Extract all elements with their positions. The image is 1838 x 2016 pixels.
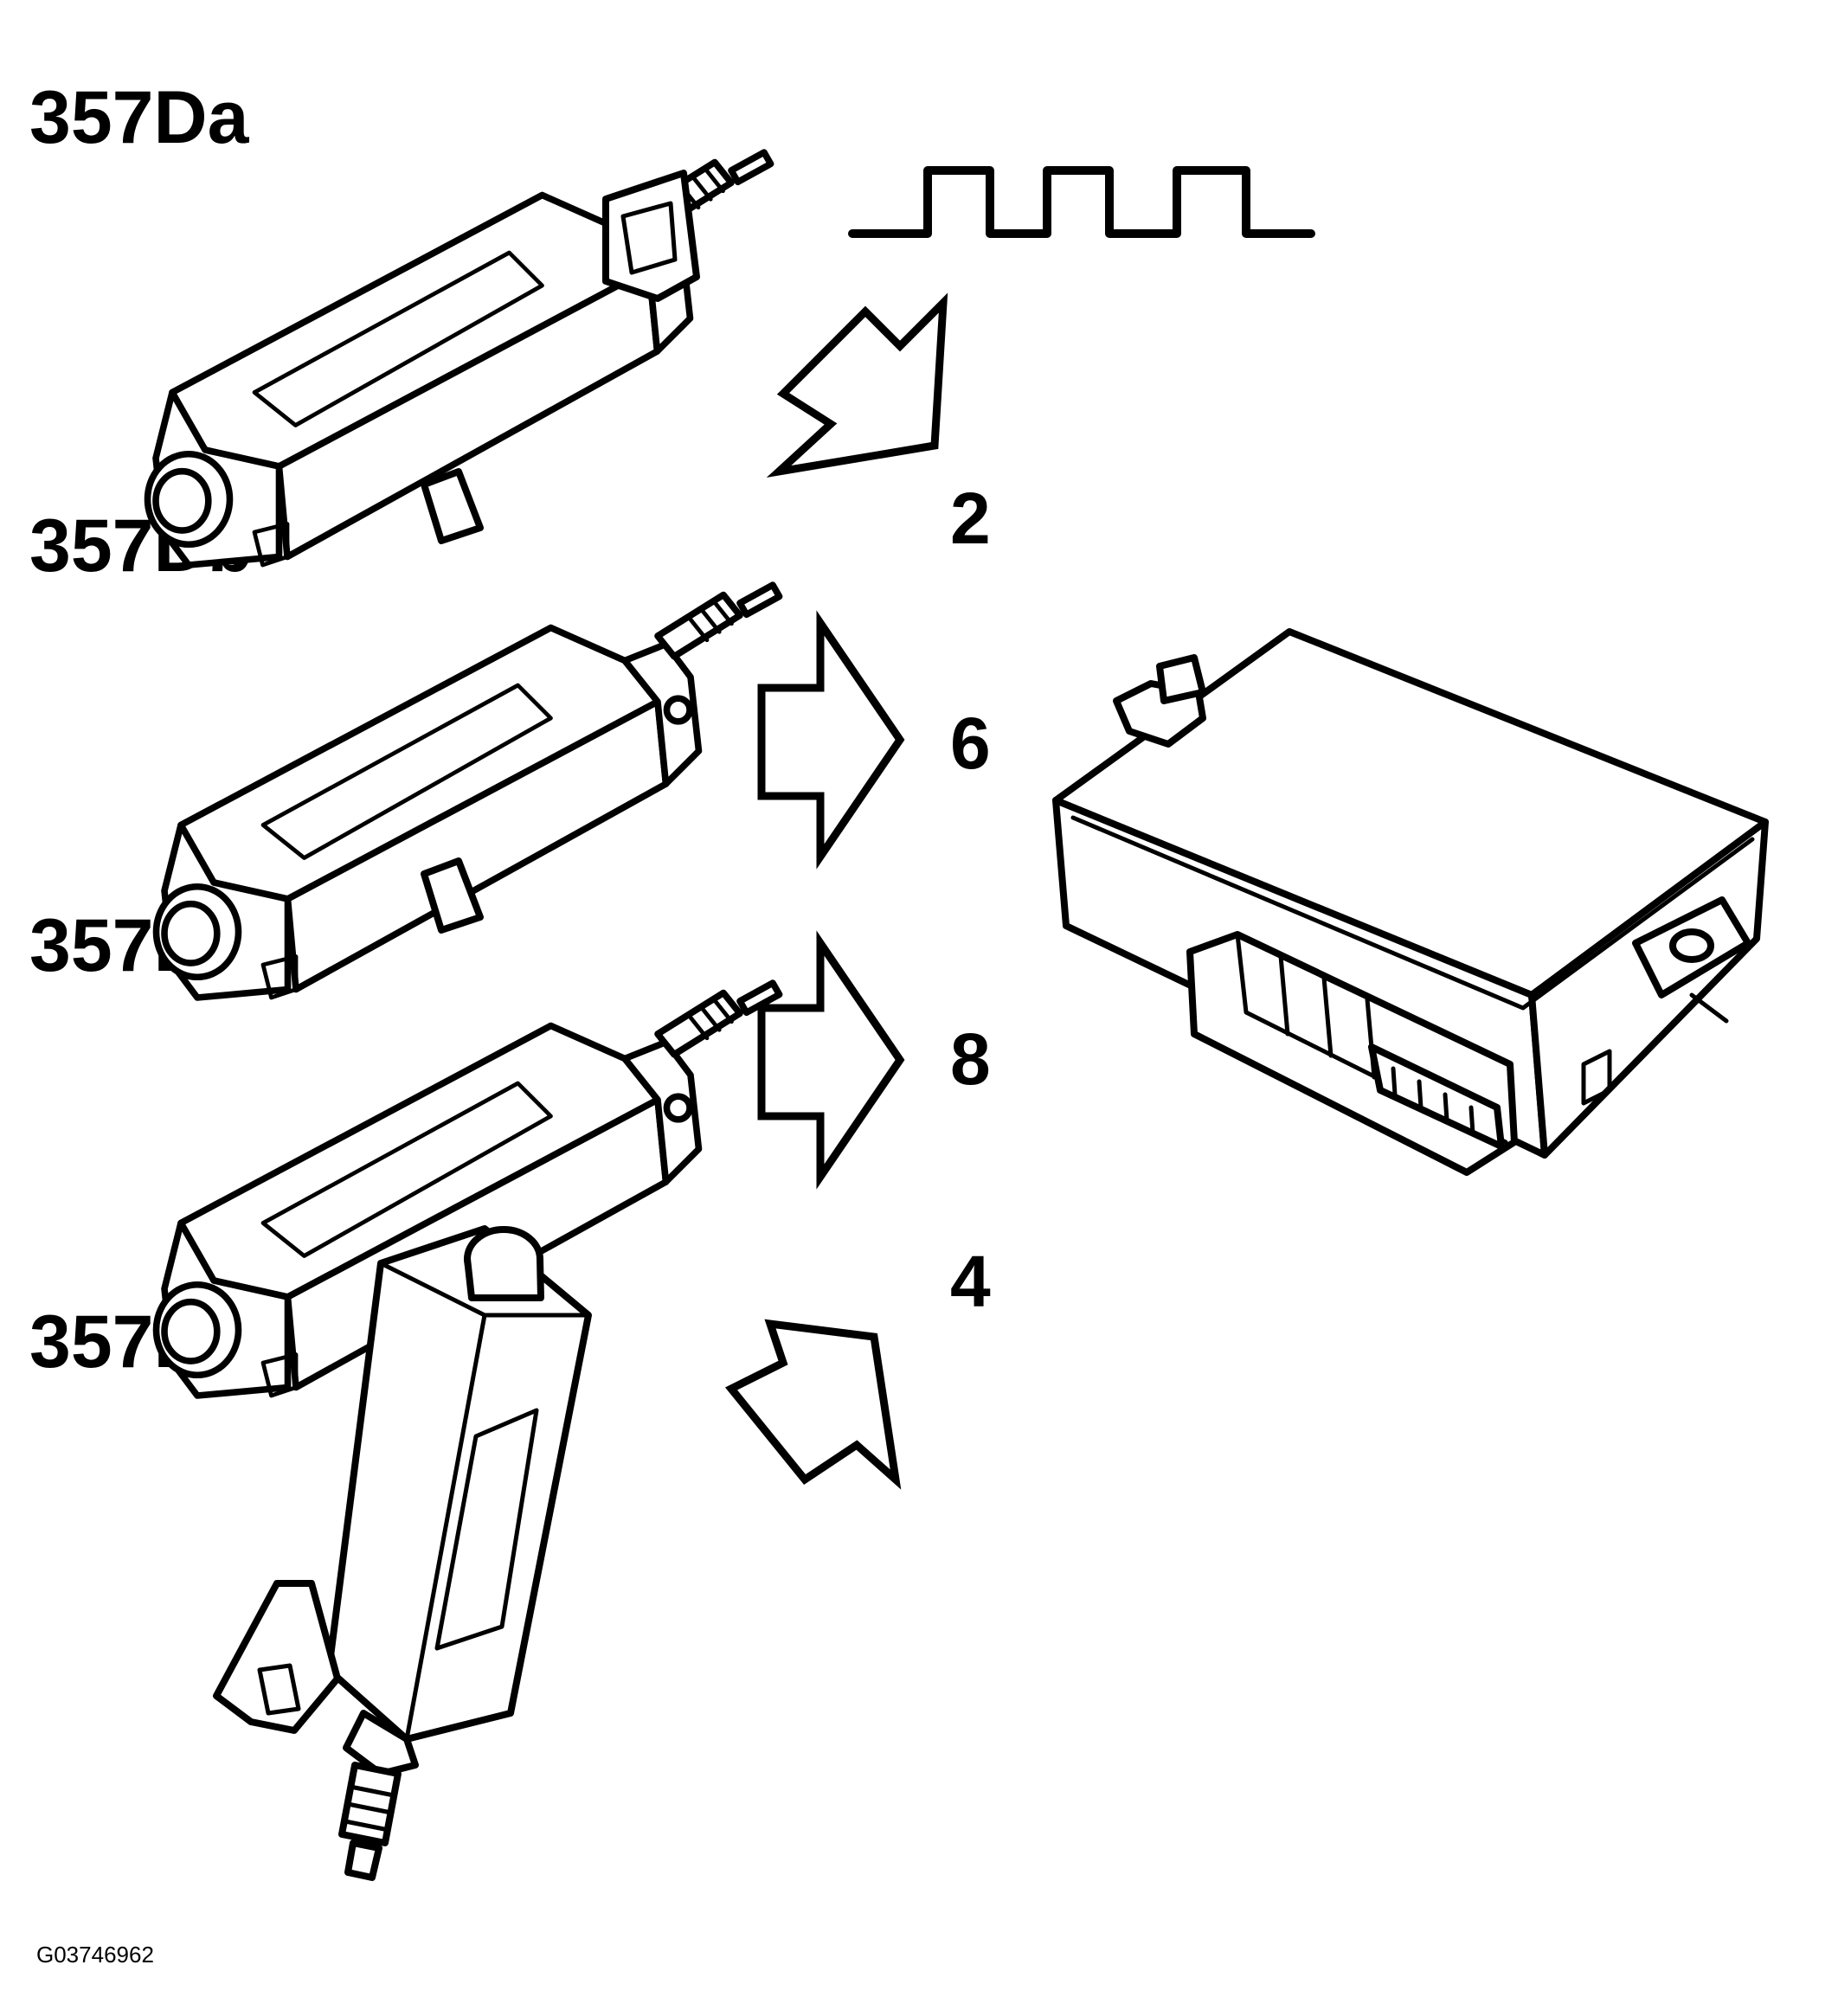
figure-code: G03746962 [36, 1942, 154, 1968]
arrow-icon-b [757, 610, 905, 870]
arrow-icon-d [724, 1319, 902, 1490]
square-wave-icon [848, 166, 1315, 238]
motor-357da-icon [148, 152, 771, 565]
motor-357db-icon [157, 468, 780, 998]
motor-357dc-icon [157, 857, 780, 1396]
pin-6-label: 6 [950, 703, 991, 784]
pin-8-label: 8 [950, 1018, 991, 1100]
pin-4-label: 4 [950, 1241, 991, 1322]
motor-357dd-icon [213, 1225, 592, 1881]
arrow-icon-c [757, 930, 905, 1190]
control-module-icon [1052, 628, 1769, 1176]
pin-2-label: 2 [950, 478, 991, 559]
arrow-icon-a [766, 292, 948, 478]
motor-label-a: 357Da [29, 76, 250, 159]
